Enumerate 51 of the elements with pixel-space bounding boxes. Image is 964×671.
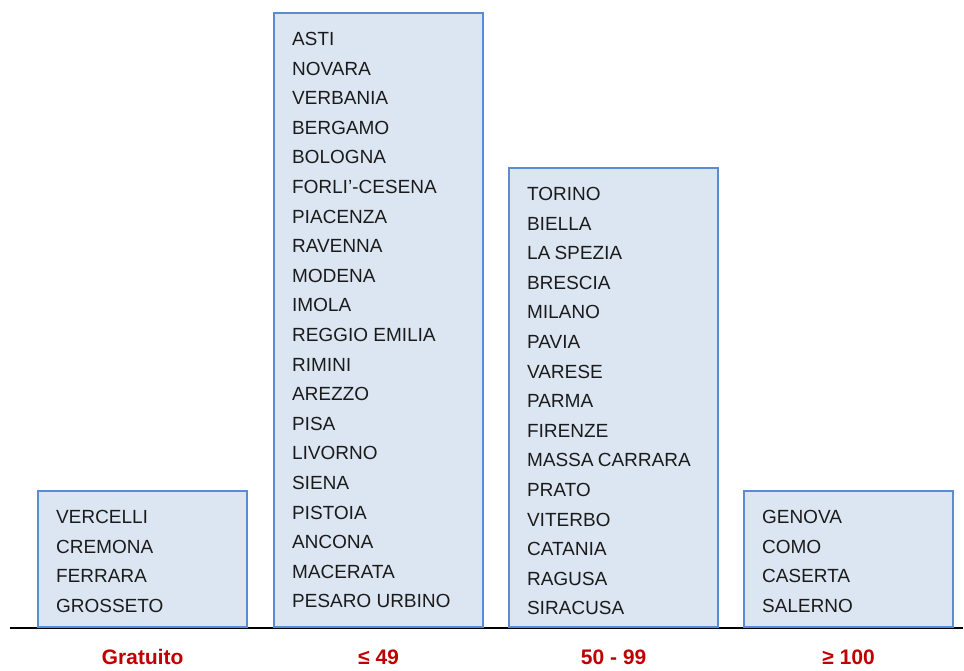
city-name: MODENA xyxy=(292,264,376,289)
city-name: VERCELLI xyxy=(56,506,148,530)
city-name: BRESCIA xyxy=(527,272,610,296)
city-name: AREZZO xyxy=(292,383,370,408)
city-name: CASERTA xyxy=(762,565,850,590)
category-label: 50 - 99 xyxy=(580,645,646,671)
city-name: RAGUSA xyxy=(527,568,608,592)
city-name: FORLI’-CESENA xyxy=(292,176,437,200)
city-name: FERRARA xyxy=(56,565,147,590)
city-name: PAVIA xyxy=(527,330,580,355)
city-name: MACERATA xyxy=(292,560,395,585)
city-name: FIRENZE xyxy=(527,420,608,444)
city-name: LA SPEZIA xyxy=(527,242,622,266)
category-label: ≥ 100 xyxy=(822,645,875,671)
city-name: IMOLA xyxy=(292,294,352,318)
list-box xyxy=(743,490,954,628)
city-name: ANCONA xyxy=(292,531,374,556)
city-name: MASSA CARRARA xyxy=(527,449,691,474)
city-name: PRATO xyxy=(527,478,591,503)
city-name: MILANO xyxy=(527,301,600,326)
category-label: ≤ 49 xyxy=(358,645,399,671)
city-name: BOLOGNA xyxy=(292,146,386,170)
city-name: PARMA xyxy=(527,390,594,414)
list-box xyxy=(37,490,248,628)
city-name: GROSSETO xyxy=(56,594,164,619)
list-box xyxy=(508,167,719,628)
city-name: CREMONA xyxy=(56,536,154,560)
city-name: LIVORNO xyxy=(292,442,378,466)
city-name: RAVENNA xyxy=(292,235,382,260)
city-name: COMO xyxy=(762,536,822,560)
city-name: SALERNO xyxy=(762,594,853,619)
city-name: GENOVA xyxy=(762,506,842,530)
city-name: RIMINI xyxy=(292,354,352,378)
city-name: CATANIA xyxy=(527,538,607,562)
city-name: SIRACUSA xyxy=(527,597,624,622)
city-name: BIELLA xyxy=(527,212,592,237)
city-name: SIENA xyxy=(292,472,350,496)
city-name: TORINO xyxy=(527,183,601,207)
city-name: NOVARA xyxy=(292,58,371,82)
city-name: PESARO URBINO xyxy=(292,590,450,614)
city-name: VARESE xyxy=(527,360,603,385)
city-name: ASTI xyxy=(292,28,334,52)
city-name: VERBANIA xyxy=(292,87,388,112)
city-name: REGGIO EMILIA xyxy=(292,324,436,348)
list-box xyxy=(273,12,484,628)
city-name: PISA xyxy=(292,412,336,437)
city-name: BERGAMO xyxy=(292,116,390,141)
city-name: VITERBO xyxy=(527,508,610,533)
city-name: PISTOIA xyxy=(292,502,367,526)
city-name: PIACENZA xyxy=(292,206,388,230)
category-label: Gratuito xyxy=(102,645,184,671)
